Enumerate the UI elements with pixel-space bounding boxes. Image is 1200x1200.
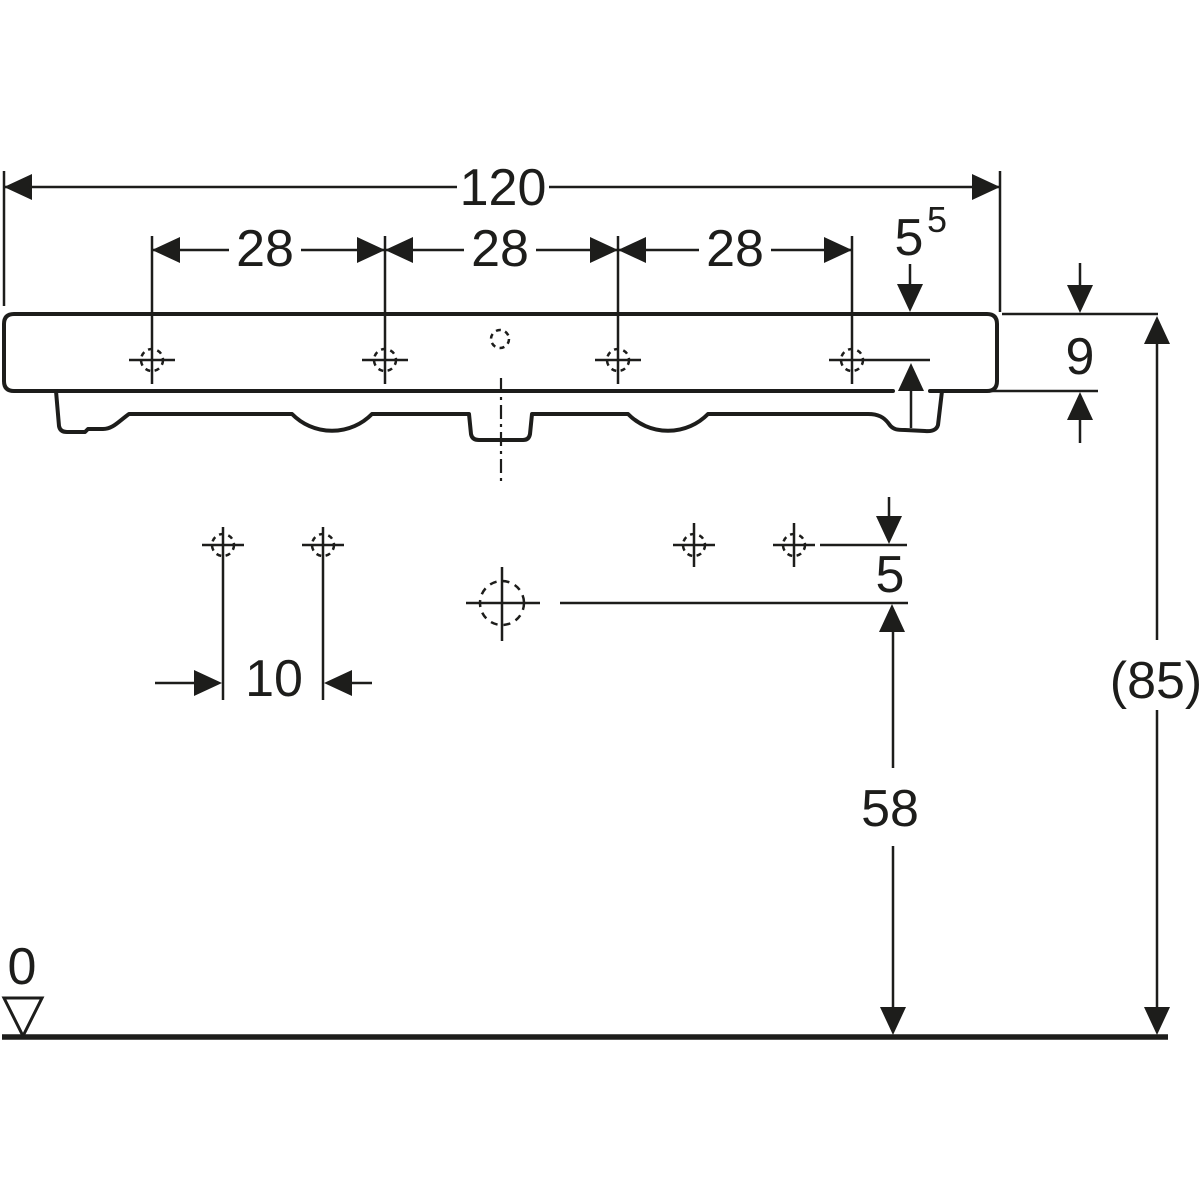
tap-hole-4 — [829, 347, 877, 373]
dim-label-rim-height: 9 — [1066, 328, 1095, 386]
datum-triangle-icon — [1, 996, 45, 1040]
basin-skirt-outline — [54, 389, 944, 442]
dim-overall-width: 120 — [2, 159, 1002, 312]
arrowhead-up-icon — [1067, 392, 1093, 420]
arrowhead-seg3-left-icon — [618, 237, 646, 263]
drain-outlet-hole — [466, 567, 540, 641]
dim-label-spacing-left: 28 — [236, 220, 294, 278]
arrowhead-seg1-right-icon — [357, 237, 385, 263]
dim-label-datum: 0 — [8, 938, 37, 996]
dim-label-tap-offset: 5 — [895, 209, 924, 267]
overflow-hole-circle — [489, 328, 511, 350]
tap-hole-1 — [129, 347, 175, 373]
fixing-holes-right-pair — [673, 523, 815, 567]
arrowhead-left-icon — [4, 174, 32, 200]
arrowhead-down-icon — [1067, 285, 1093, 313]
arrowhead-up-icon — [879, 604, 905, 632]
arrowhead-right-icon — [972, 174, 1000, 200]
tap-hole-3 — [595, 347, 641, 373]
dim-label-overall-width: 120 — [460, 159, 547, 217]
arrowhead-up-icon — [1144, 316, 1170, 344]
dim-overall-height: (85) — [1110, 316, 1200, 1035]
arrowhead-down-icon — [897, 284, 923, 312]
arrowhead-seg3-right-icon — [824, 237, 852, 263]
dim-tap-offset: 5 5 — [877, 199, 947, 428]
dim-label-spacing-center: 28 — [471, 220, 529, 278]
dim-rim-height: 9 — [930, 263, 1158, 443]
arrowhead-down-icon — [1144, 1007, 1170, 1035]
arrowhead-seg2-left-icon — [385, 237, 413, 263]
arrowhead-down-icon — [880, 1007, 906, 1035]
dim-drain-height: 58 — [861, 632, 919, 1035]
floor-datum: 0 — [1, 938, 1168, 1040]
dim-fixing-spacing: 10 — [155, 527, 372, 708]
dim-label-hole-to-drain: 5 — [876, 546, 905, 604]
arrowhead-right-icon — [194, 670, 222, 696]
arrowhead-seg1-left-icon — [152, 237, 180, 263]
arrowhead-down-icon — [876, 516, 902, 544]
arrowhead-seg2-right-icon — [590, 237, 618, 263]
dim-label-fixing-spacing: 10 — [245, 650, 303, 708]
tap-hole-2 — [362, 347, 408, 373]
arrowhead-left-icon — [324, 670, 352, 696]
dim-label-tap-offset-sup: 5 — [927, 199, 947, 240]
arrowhead-up-icon — [898, 363, 924, 391]
basin-front-view — [2, 312, 999, 484]
dim-hole-to-drain: 5 — [560, 497, 908, 632]
dim-tap-spacings: 28 28 28 — [150, 220, 854, 384]
dim-label-drain-height: 58 — [861, 780, 919, 838]
basin-body-outline — [2, 312, 999, 393]
dim-label-spacing-right: 28 — [706, 220, 764, 278]
dim-label-overall-height: (85) — [1110, 652, 1200, 710]
